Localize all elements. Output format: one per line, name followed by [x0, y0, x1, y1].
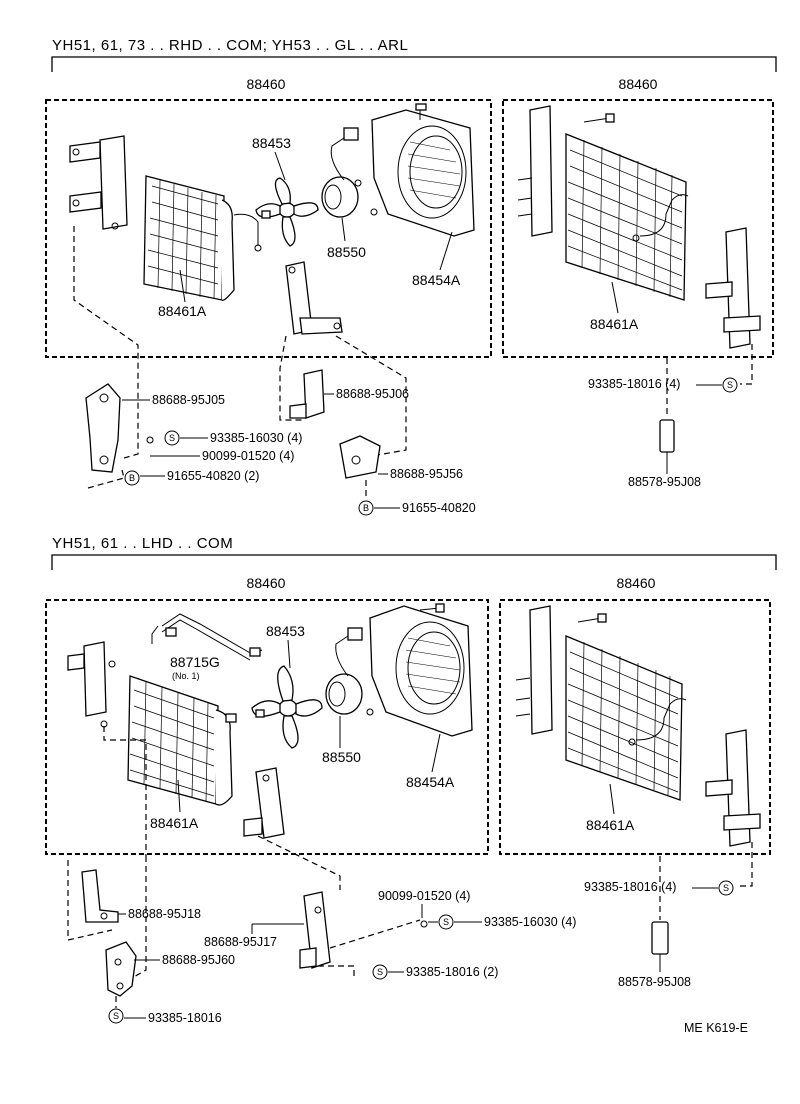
section-1: YH51, 61, 73 . . RHD . . COM; YH53 . . G… — [45, 37, 777, 516]
shroud-label: 88454A — [412, 272, 461, 288]
part-88688-95J17-label: 88688-95J17 — [204, 935, 277, 949]
s-symbol-icon — [164, 430, 180, 446]
assembly-number: 88460 — [247, 76, 286, 92]
section-2-header: YH51, 61 . . LHD . . COM — [52, 535, 233, 552]
pipe-note: (No. 1) — [172, 671, 200, 681]
pipe-label: 88715G — [170, 654, 220, 670]
motor-label: 88550 — [322, 749, 361, 765]
nut-icon — [261, 210, 271, 219]
block-bracket — [339, 435, 381, 479]
motor-label: 88550 — [327, 244, 366, 260]
section-2-left-group: 88460 88715G (No. 1) — [45, 575, 489, 855]
condenser-core — [565, 613, 687, 801]
s-symbol-icon — [438, 914, 454, 930]
center-bracket — [243, 767, 285, 839]
side-bracket — [69, 135, 128, 230]
section-1-header: YH51, 61, 73 . . RHD . . COM; YH53 . . G… — [52, 37, 408, 54]
section-2-bracket — [51, 554, 777, 570]
part-88688-95J60-label: 88688-95J60 — [162, 953, 235, 967]
svg-text:B: B — [129, 473, 135, 483]
part-88688-95J05-label: 88688-95J05 — [152, 393, 225, 407]
fan-motor-icon — [321, 127, 378, 218]
fan-icon — [251, 665, 323, 749]
fan-label: 88453 — [252, 135, 291, 151]
fan-motor-icon — [325, 627, 374, 716]
bolt-label: 93385-18016 (4) — [588, 377, 680, 391]
small-bracket — [289, 369, 325, 419]
lower-bracket-2 — [105, 941, 137, 997]
assembly-box — [45, 99, 492, 358]
section-1-right-hardware: 93385-18016 (4) S 88578-95J08 — [588, 344, 753, 489]
b-symbol-icon — [358, 500, 374, 516]
bolt-label: 93385-18016 (4) — [584, 880, 676, 894]
footer-code: ME K619-E — [684, 1021, 748, 1035]
svg-text:S: S — [727, 380, 733, 390]
svg-text:S: S — [443, 917, 449, 927]
small-bracket — [299, 891, 331, 969]
assembly-number: 88460 — [619, 76, 658, 92]
fan-shroud-icon — [371, 103, 475, 237]
part-93385-16030-label: 93385-16030 (4) — [210, 431, 302, 445]
section-1-left-group: 88460 88461A — [45, 76, 492, 358]
svg-text:B: B — [363, 503, 369, 513]
receiver-label: 88578-95J08 — [618, 975, 691, 989]
s-symbol-icon — [722, 377, 738, 393]
b-symbol-icon — [124, 470, 140, 486]
receiver-bracket — [705, 227, 761, 349]
part-88688-95J06-label: 88688-95J06 — [336, 387, 409, 401]
assembly-box — [499, 599, 771, 855]
receiver-icon — [651, 921, 669, 955]
section-2-left-hardware: 88688-95J18 88688-95J60 S 93385-18016 — [67, 726, 576, 1025]
svg-text:S: S — [169, 433, 175, 443]
condenser-label: 88461A — [158, 303, 207, 319]
part-88688-95J56-label: 88688-95J56 — [390, 467, 463, 481]
section-1-right-group: 88460 88461A — [502, 76, 774, 358]
condenser-core — [143, 175, 262, 301]
part-90099-01520-label: 90099-01520 (4) — [202, 449, 294, 463]
section-2: YH51, 61 . . LHD . . COM 88460 88715G (N… — [45, 535, 777, 1025]
pipe-icon — [151, 613, 263, 661]
center-bracket — [285, 261, 343, 335]
shroud-label: 88454A — [406, 774, 455, 790]
part-88688-95J18-label: 88688-95J18 — [128, 907, 201, 921]
section-2-right-group: 88460 88461A — [499, 575, 771, 855]
svg-text:S: S — [377, 967, 383, 977]
side-bracket — [515, 605, 553, 735]
s-symbol-icon — [372, 964, 388, 980]
side-bracket — [67, 641, 116, 728]
s-symbol-icon — [718, 880, 734, 896]
part-93385-18016-2-label: 93385-18016 (2) — [406, 965, 498, 979]
assembly-box — [45, 599, 489, 855]
part-93385-16030-label: 93385-16030 (4) — [484, 915, 576, 929]
svg-text:S: S — [723, 883, 729, 893]
receiver-icon — [659, 419, 675, 453]
part-90099-01520-label: 90099-01520 (4) — [378, 889, 470, 903]
lower-bracket — [85, 383, 121, 473]
section-2-right-hardware: 93385-18016 (4) S 88578-95J08 — [584, 842, 753, 989]
receiver-label: 88578-95J08 — [628, 475, 701, 489]
side-bracket — [517, 105, 553, 237]
condenser-label: 88461A — [590, 316, 639, 332]
receiver-bracket — [705, 729, 761, 847]
s-symbol-icon — [108, 1008, 124, 1024]
condenser-label: 88461A — [586, 817, 635, 833]
part-91655-40820-2-label: 91655-40820 (2) — [167, 469, 259, 483]
svg-text:S: S — [113, 1011, 119, 1021]
condenser-core — [127, 675, 237, 806]
assembly-number: 88460 — [617, 575, 656, 591]
section-1-bracket — [51, 56, 777, 72]
nut-icon — [255, 709, 265, 718]
assembly-number: 88460 — [247, 575, 286, 591]
lower-bracket — [81, 869, 119, 923]
fan-label: 88453 — [266, 623, 305, 639]
fan-icon — [255, 177, 319, 247]
condenser-core — [565, 113, 689, 301]
fan-shroud-icon — [369, 603, 473, 737]
part-93385-18016-label: 93385-18016 — [148, 1011, 222, 1025]
section-1-left-hardware: 88688-95J05 S 93385-16030 (4) 90099-0152… — [73, 226, 476, 516]
condenser-label: 88461A — [150, 815, 199, 831]
part-91655-40820-label: 91655-40820 — [402, 501, 476, 515]
